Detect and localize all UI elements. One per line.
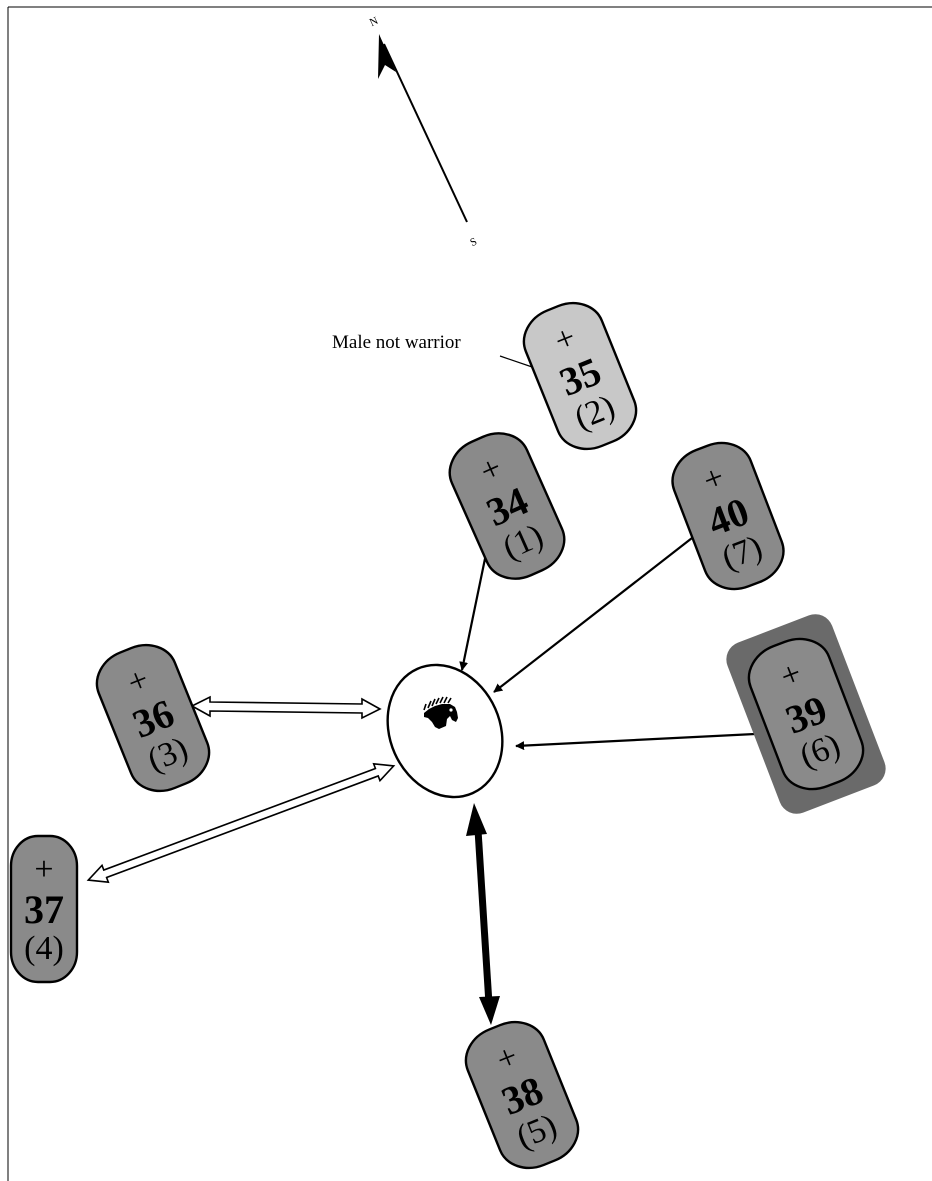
grave-37-outline [9,834,79,984]
grave-37: +37(4) [9,834,79,984]
graves: +35(2)+34(1)+40(7)+39(6)+36(3)+37(4)+38(… [9,301,886,1170]
grave-34-outline [448,432,566,580]
grave-35: +35(2) [522,301,638,451]
links [86,537,756,1025]
link-grave-34 [459,548,489,671]
compass-arrowhead [378,34,396,79]
annotation: Male not warrior [332,332,539,370]
link-grave-38 [466,803,500,1025]
link-grave-40 [493,537,693,693]
center-ellipse [386,663,504,799]
link-grave-37 [86,762,396,884]
grave-37-index: (4) [24,930,64,967]
grave-36: +36(3) [95,643,211,793]
grave-37-number: 37 [24,887,64,932]
grave-40-outline [671,441,785,591]
link-grave-39 [515,732,756,751]
grave-34: +34(1) [448,432,566,580]
annotation-label: Male not warrior [332,332,461,353]
grave-40: +40(7) [671,441,785,591]
grave-39-outline [747,637,865,791]
grave-39: +39(6) [726,614,886,814]
horse-head-icon [423,696,458,729]
compass-north-label: N [368,15,380,29]
compass-south-label: S [468,236,479,249]
grave-36-outline [95,643,211,793]
compass: N S [368,15,479,249]
grave-38-outline [464,1020,580,1170]
grave-35-outline [522,301,638,451]
link-grave-36 [190,695,382,720]
compass-needle [383,43,468,223]
center-feature [386,663,504,799]
grave-38: +38(5) [464,1020,580,1170]
grave-37-cross: + [34,851,53,888]
